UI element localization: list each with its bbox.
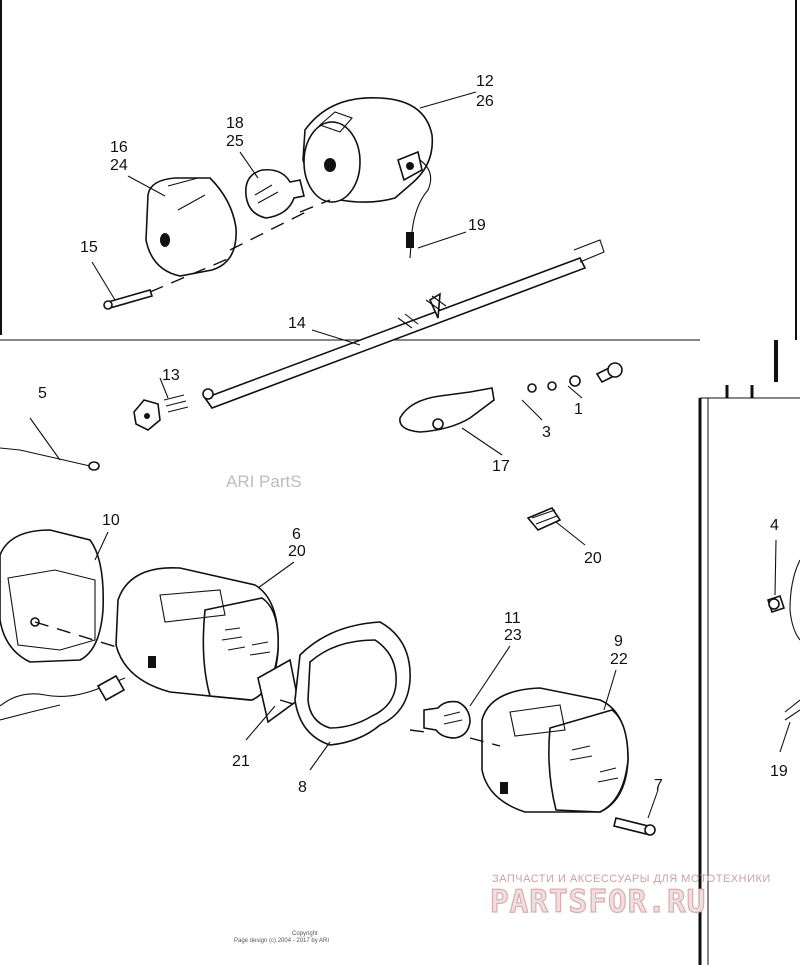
callout-12: 12 [476,73,494,90]
gasket-10 [0,529,105,663]
callout-13: 13 [162,367,180,384]
brand-tagline: ЗАПЧАСТИ И АКСЕССУАРЫ ДЛЯ МОТОТЕХНИКИ [492,873,771,885]
washers-1-3 [527,362,623,393]
clamp-17 [399,387,495,433]
bulb-11-23 [423,700,471,739]
callout-22: 22 [610,651,628,668]
housing-12-26 [302,96,434,259]
axis-bottom [34,621,501,747]
nut-13 [133,388,214,431]
callout-8: 8 [298,779,307,796]
right-assembly-partial [766,559,800,721]
axis-top [149,199,331,293]
callout-24: 24 [110,157,128,174]
lens-cap-16-24 [145,177,237,277]
callout-7: 7 [654,777,663,794]
callout-23: 23 [504,627,522,644]
callout-26: 26 [476,93,494,110]
callout-9: 9 [614,633,623,650]
callout-5: 5 [38,385,47,402]
callout-1: 1 [574,401,583,418]
screw-7 [613,817,656,836]
bulb-18-25 [245,168,305,219]
callout-4: 4 [770,517,779,534]
brand-logo: PARTSFOR.RU [490,884,706,920]
callout-6: 6 [292,526,301,543]
callout-20: 20 [288,543,306,560]
callout-25: 25 [226,133,244,150]
callout-18: 18 [226,115,244,132]
callout-14: 14 [288,315,306,332]
callout-20-connector: 20 [584,550,602,567]
callout-19-right: 19 [770,763,788,780]
stalk-14 [203,239,605,409]
callout-15: 15 [80,239,98,256]
copyright-note: Copyright [292,931,318,937]
callout-19-top: 19 [468,217,486,234]
housing-9-22 [481,687,629,813]
seal-8 [294,621,411,746]
callout-16: 16 [110,139,128,156]
wire-harness [0,674,126,721]
leader-lines [29,91,791,819]
callout-3: 3 [542,424,551,441]
wire-5 [0,447,100,471]
partsfor-brand: ЗАПЧАСТИ И АКСЕССУАРЫ ДЛЯ МОТОТЕХНИКИ PA… [489,873,771,921]
page-design-note: Page design (c) 2004 - 2017 by ARI [234,938,329,944]
housing-6-20 [115,566,279,701]
screw-15 [103,289,154,310]
callout-17: 17 [492,458,510,475]
ari-watermark: ARI PartS [226,472,302,491]
callout-10: 10 [102,512,120,529]
connector-20 [526,507,562,531]
callout-labels: 12 26 18 25 16 24 15 19 14 13 5 1 3 17 2… [38,73,788,796]
callout-21: 21 [232,753,250,770]
callout-11: 11 [504,610,521,627]
